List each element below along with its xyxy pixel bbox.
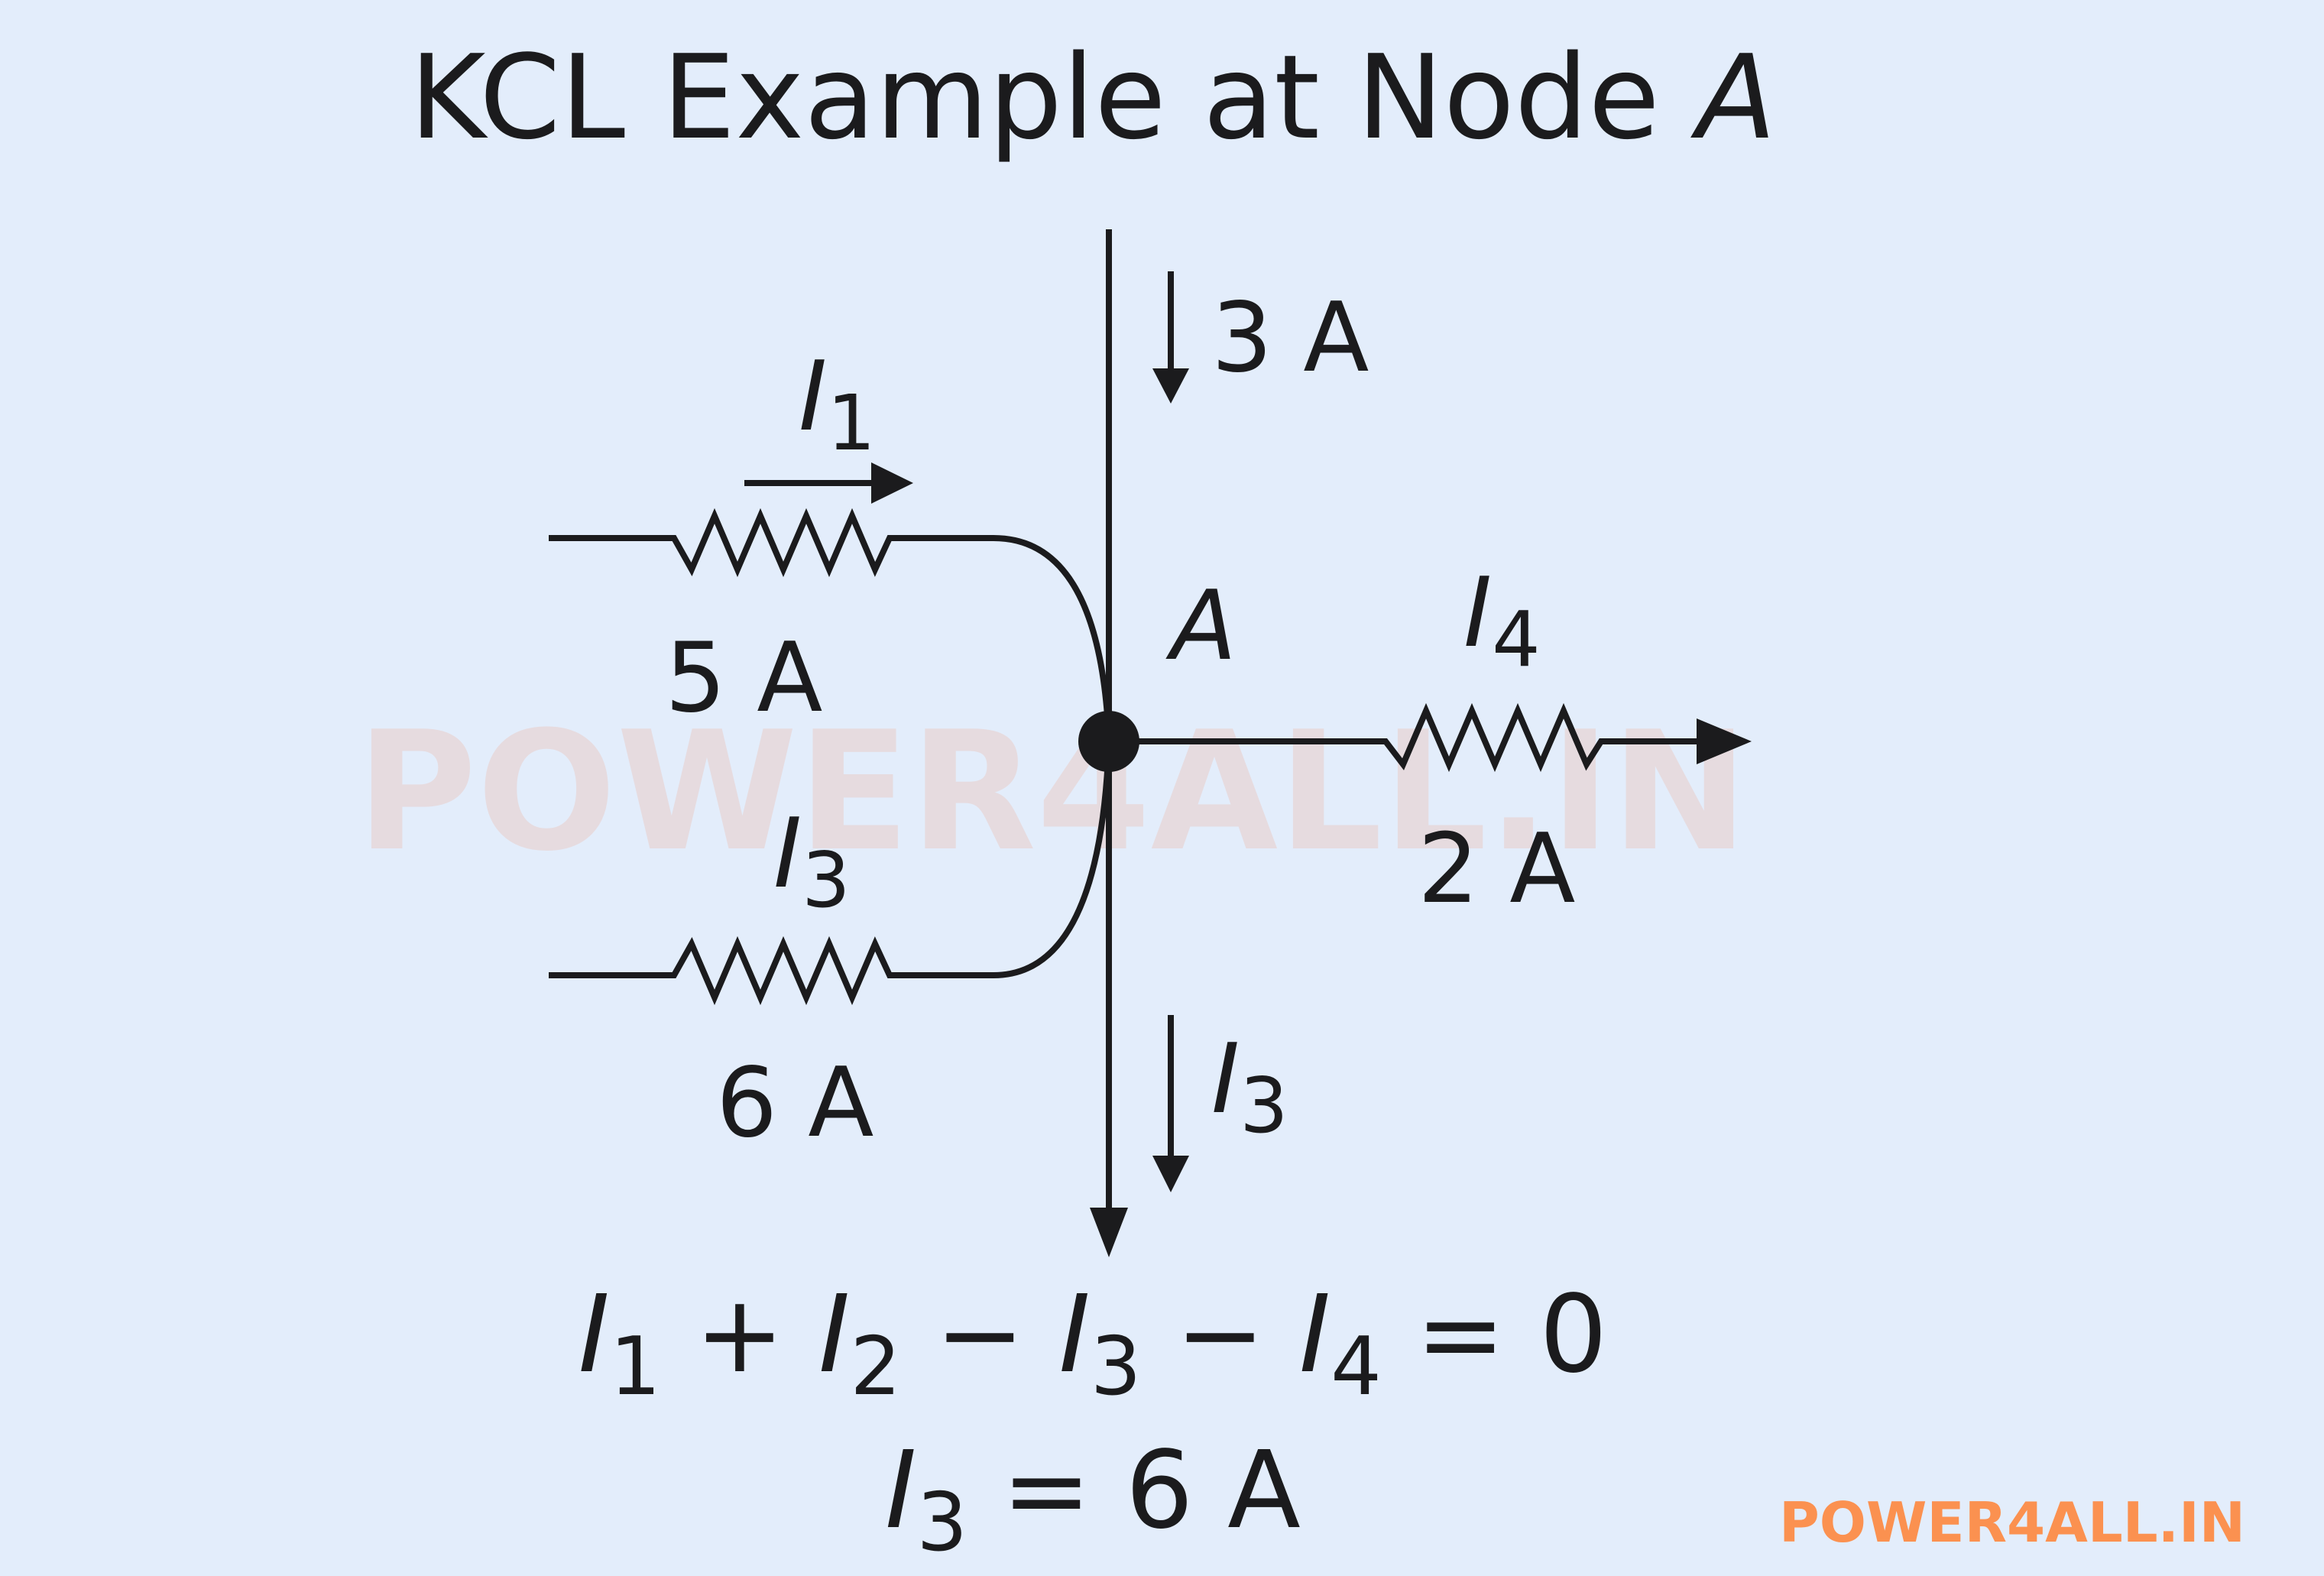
i3-current-label: 6 A	[716, 1046, 874, 1159]
brand-logo: POWER4ALL.IN	[1779, 1490, 2245, 1555]
result-equation: I3 = 6 A	[885, 1428, 1301, 1569]
kcl-equation: I1 + I2 − I3 − I4 = 0	[579, 1273, 1608, 1413]
node-a-dot	[1078, 711, 1139, 772]
node-label: A	[1165, 569, 1237, 682]
i4-current-label: 2 A	[1418, 812, 1575, 925]
i3-bottom-arrow-icon	[1152, 1156, 1189, 1192]
resistor-branch-i3	[549, 741, 1112, 1006]
down-arrowhead	[1090, 1208, 1128, 1257]
diagram-title: KCL Example at Node A	[410, 30, 1776, 165]
i3-left-label: I3	[773, 797, 851, 925]
resistor-branch-i4	[1109, 702, 1704, 773]
i1-arrow-icon	[871, 462, 913, 504]
3a-arrow-icon	[1152, 368, 1189, 404]
i1-current-label: 5 A	[665, 621, 822, 734]
i4-label: I4	[1463, 556, 1541, 684]
i1-label: I1	[799, 340, 876, 468]
resistor-branch-i1	[549, 507, 1112, 742]
i3-bottom-label: I3	[1211, 1023, 1288, 1150]
right-arrowhead	[1697, 718, 1752, 764]
top-current-label: 3 A	[1211, 281, 1369, 394]
watermark: POWER4ALL.IN	[356, 696, 1749, 887]
